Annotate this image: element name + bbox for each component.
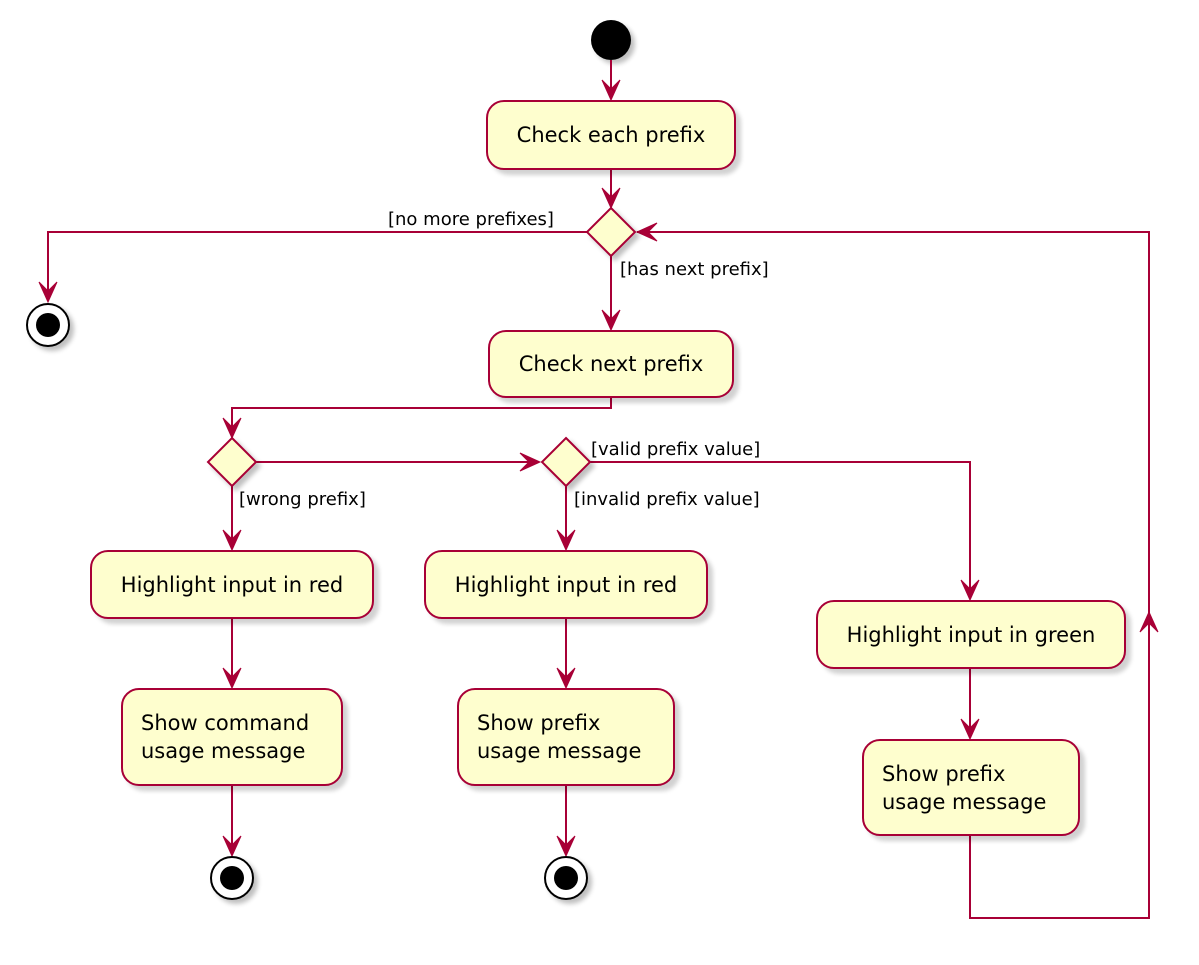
arrowhead bbox=[519, 452, 542, 472]
arrowhead bbox=[1139, 610, 1159, 633]
decision-prefix-check bbox=[206, 436, 258, 488]
flow-loop-back bbox=[637, 231, 1150, 919]
arrowhead bbox=[222, 529, 242, 552]
action-highlight-green: Highlight input in green bbox=[816, 600, 1126, 669]
guard-has-next-prefix: [has next prefix] bbox=[620, 259, 769, 280]
arrowhead bbox=[601, 79, 621, 102]
decision-prefix-loop bbox=[585, 206, 637, 258]
guard-no-more-prefixes: [no more prefixes] bbox=[388, 209, 554, 230]
arrowhead bbox=[38, 281, 58, 304]
arrowhead bbox=[960, 579, 980, 602]
action-show-prefix-usage-valid: Show prefix usage message bbox=[862, 739, 1080, 836]
end-node-main bbox=[26, 303, 70, 347]
guard-invalid-prefix-value: [invalid prefix value] bbox=[574, 489, 760, 510]
action-highlight-red-wrong-prefix: Highlight input in red bbox=[90, 550, 374, 619]
arrowhead bbox=[556, 529, 576, 552]
arrowhead bbox=[960, 718, 980, 741]
arrowhead bbox=[556, 667, 576, 690]
arrowhead bbox=[222, 835, 242, 858]
start-node bbox=[591, 20, 631, 60]
arrowhead bbox=[222, 417, 242, 440]
flow-no-more-prefixes bbox=[47, 231, 588, 300]
arrowhead bbox=[222, 667, 242, 690]
end-node-wrong-prefix bbox=[210, 856, 254, 900]
action-show-command-usage: Show command usage message bbox=[121, 688, 343, 786]
end-node-invalid-value bbox=[544, 856, 588, 900]
arrowhead bbox=[601, 309, 621, 332]
arrowhead bbox=[556, 835, 576, 858]
arrowhead bbox=[601, 187, 621, 210]
flow-check-next-to-decision bbox=[231, 398, 612, 436]
action-show-prefix-usage-invalid: Show prefix usage message bbox=[457, 688, 675, 786]
guard-valid-prefix-value: [valid prefix value] bbox=[591, 439, 761, 460]
action-check-each-prefix: Check each prefix bbox=[486, 100, 736, 170]
action-check-next-prefix: Check next prefix bbox=[488, 330, 734, 398]
guard-wrong-prefix: [wrong prefix] bbox=[239, 489, 366, 510]
decision-prefix-value bbox=[540, 436, 592, 488]
arrowhead bbox=[635, 222, 658, 242]
flow-valid-prefix-value bbox=[589, 461, 971, 598]
action-highlight-red-invalid-value: Highlight input in red bbox=[424, 550, 708, 619]
